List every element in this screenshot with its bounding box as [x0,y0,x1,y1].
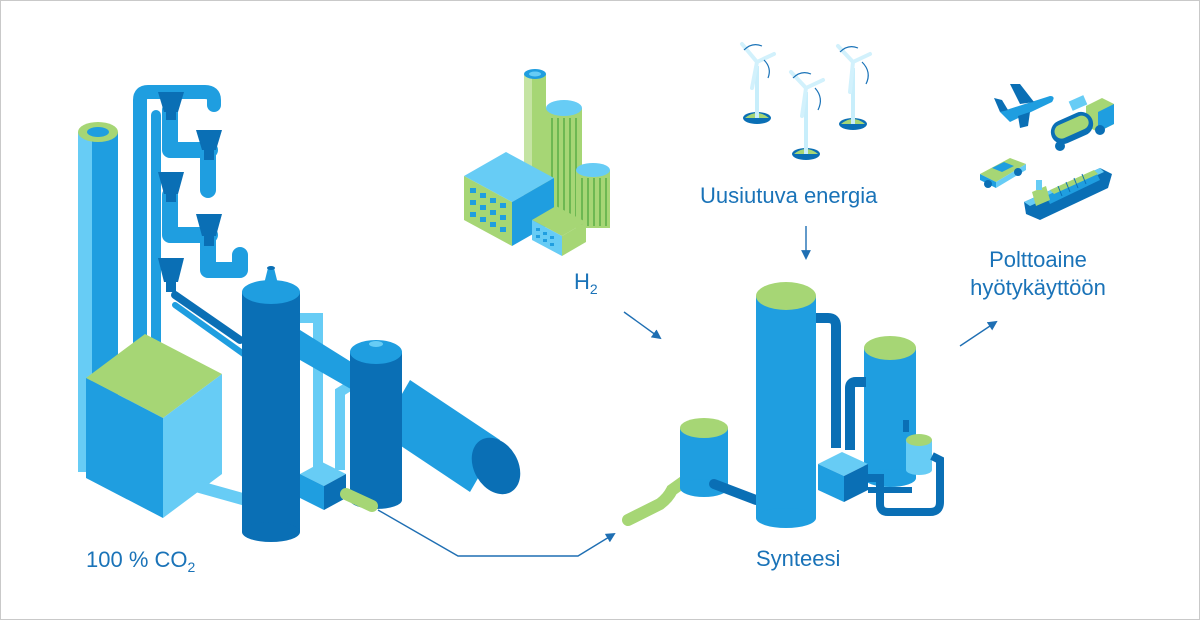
renewable-energy-label: Uusiutuva energia [700,183,878,208]
hydrogen-plant [464,69,610,256]
hydrogen-label: H2 [574,269,598,297]
co2-label: 100 % CO2 [86,547,196,575]
arrow-synthesis-to-fuel [959,320,998,347]
ship-icon [1024,168,1112,220]
truck-icon [1050,95,1114,151]
fuel-use-label-line1: Polttoaine [989,247,1087,272]
wind-turbine-icon [789,70,825,160]
arrow-h2-to-synthesis [623,311,662,340]
co2-capture-plant [78,85,521,542]
arrow-co2-to-synthesis [377,509,616,557]
fuel-use-label-line2: hyötykäyttöön [970,275,1106,300]
airplane-icon [994,84,1054,128]
wind-turbines [740,42,872,160]
synthesis-label: Synteesi [756,546,841,571]
transport-icons [980,84,1114,220]
synthesis-plant [622,282,944,528]
fuel-use-label: Polttoaine hyötykäyttöön [958,246,1118,302]
wind-turbine-icon [836,44,872,130]
car-icon [980,158,1026,188]
wind-turbine-icon [740,42,776,124]
